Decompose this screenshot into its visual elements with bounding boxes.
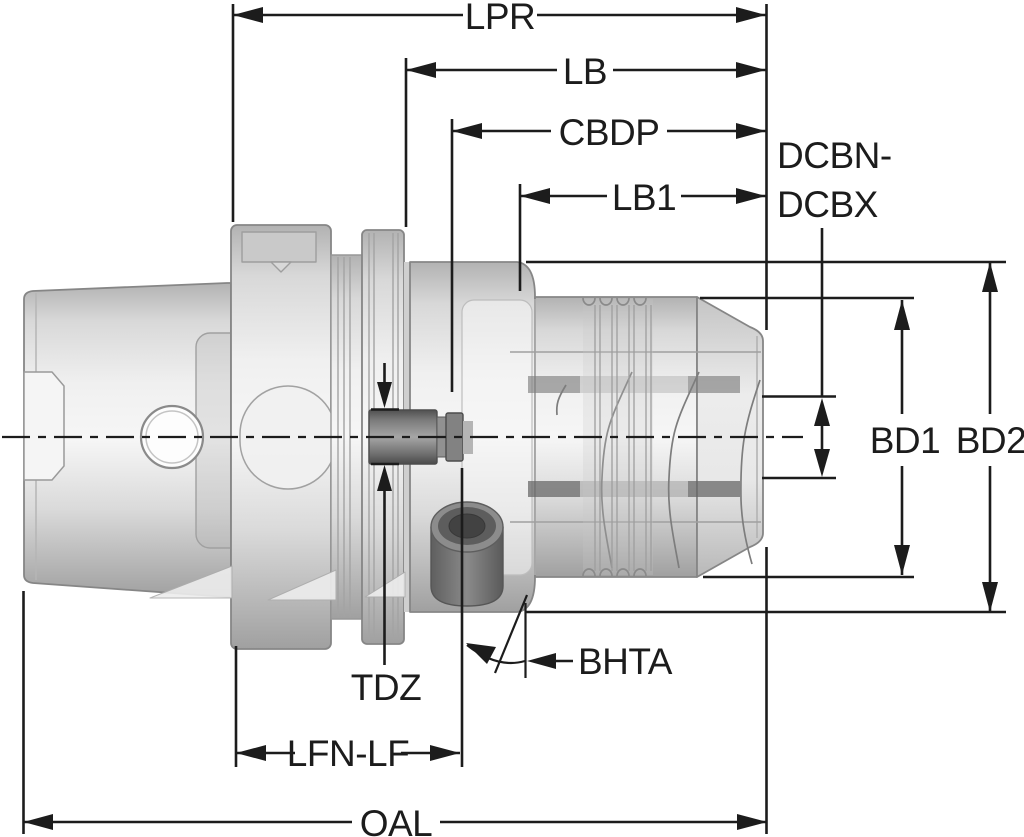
clamping-boss bbox=[430, 501, 504, 607]
orientation-triangle bbox=[270, 261, 292, 273]
label-bd1: BD1 bbox=[870, 420, 940, 461]
label-bd2: BD2 bbox=[956, 420, 1024, 461]
shank bbox=[23, 282, 232, 598]
label-bhta: BHTA bbox=[578, 641, 673, 682]
label-cbdp: CBDP bbox=[559, 112, 660, 153]
label-lb: LB bbox=[563, 51, 607, 92]
label-oal: OAL bbox=[360, 803, 433, 837]
label-tdz: TDZ bbox=[351, 667, 421, 708]
label-lfn-lf: LFN-LF bbox=[287, 733, 409, 774]
dimension-lines bbox=[22, 4, 1006, 834]
label-lb1: LB1 bbox=[612, 177, 676, 218]
gripper-window bbox=[241, 231, 317, 263]
shank-bore-mouth bbox=[23, 371, 65, 481]
dimension-labels: LPR LB CBDP DCBN- DCBX LB1 BD1 BD2 TDZ B… bbox=[287, 0, 1024, 837]
label-lpr: LPR bbox=[465, 0, 535, 37]
bhta-slant-line bbox=[493, 594, 529, 674]
label-dcbx: DCBX bbox=[777, 184, 878, 225]
label-dcbn: DCBN- bbox=[777, 135, 892, 176]
dimension-arrowheads bbox=[23, 7, 998, 830]
